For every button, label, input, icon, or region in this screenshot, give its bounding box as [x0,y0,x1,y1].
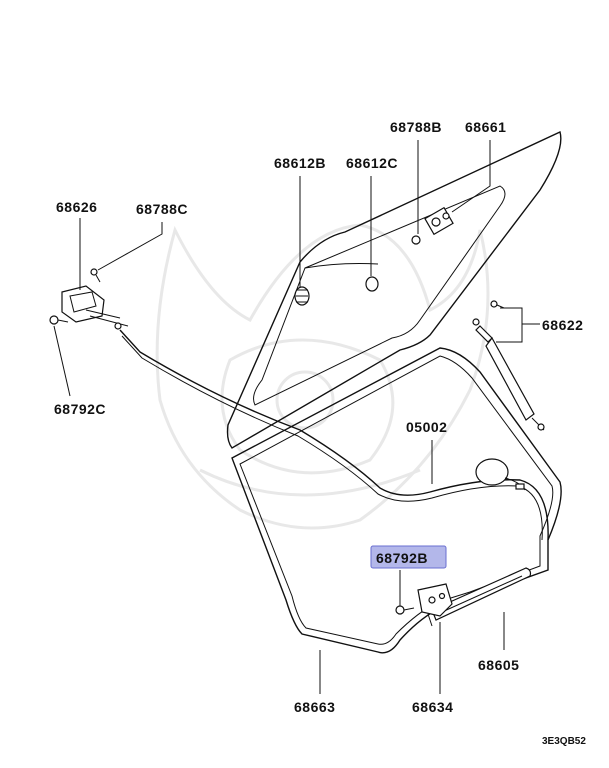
leader-lines [53,140,540,694]
label-68788B[interactable]: 68788B [390,119,442,135]
watermark-emblem [155,223,490,530]
bolt-68792C [49,315,69,325]
label-68612C[interactable]: 68612C [346,155,398,171]
label-68792C[interactable]: 68792C [54,401,106,417]
label-68626[interactable]: 68626 [56,199,97,215]
screw-68788C [90,268,101,283]
label-68788C[interactable]: 68788C [136,201,188,217]
label-68792B[interactable]: 68792B [376,550,428,566]
gas-strut-68622 [472,300,545,431]
grommet-68788B [411,235,421,245]
clip-68612B [294,286,310,306]
highlight-box [370,545,447,569]
hinge-68661 [424,206,454,236]
label-68663[interactable]: 68663 [294,699,335,715]
release-cable-05002 [119,329,549,541]
label-05002[interactable]: 05002 [406,419,447,435]
clip-68612C [365,276,379,292]
drawing-code: 3E3QB52 [542,736,586,747]
label-68622[interactable]: 68622 [542,317,583,333]
label-68661[interactable]: 68661 [465,119,506,135]
latch-68634 [417,583,453,627]
garnish-68605 [431,567,532,621]
label-68605[interactable]: 68605 [478,657,519,673]
label-68612B[interactable]: 68612B [274,155,326,171]
bolt-68792B [395,605,415,615]
actuator-68626 [61,285,129,330]
label-68634[interactable]: 68634 [412,699,453,715]
